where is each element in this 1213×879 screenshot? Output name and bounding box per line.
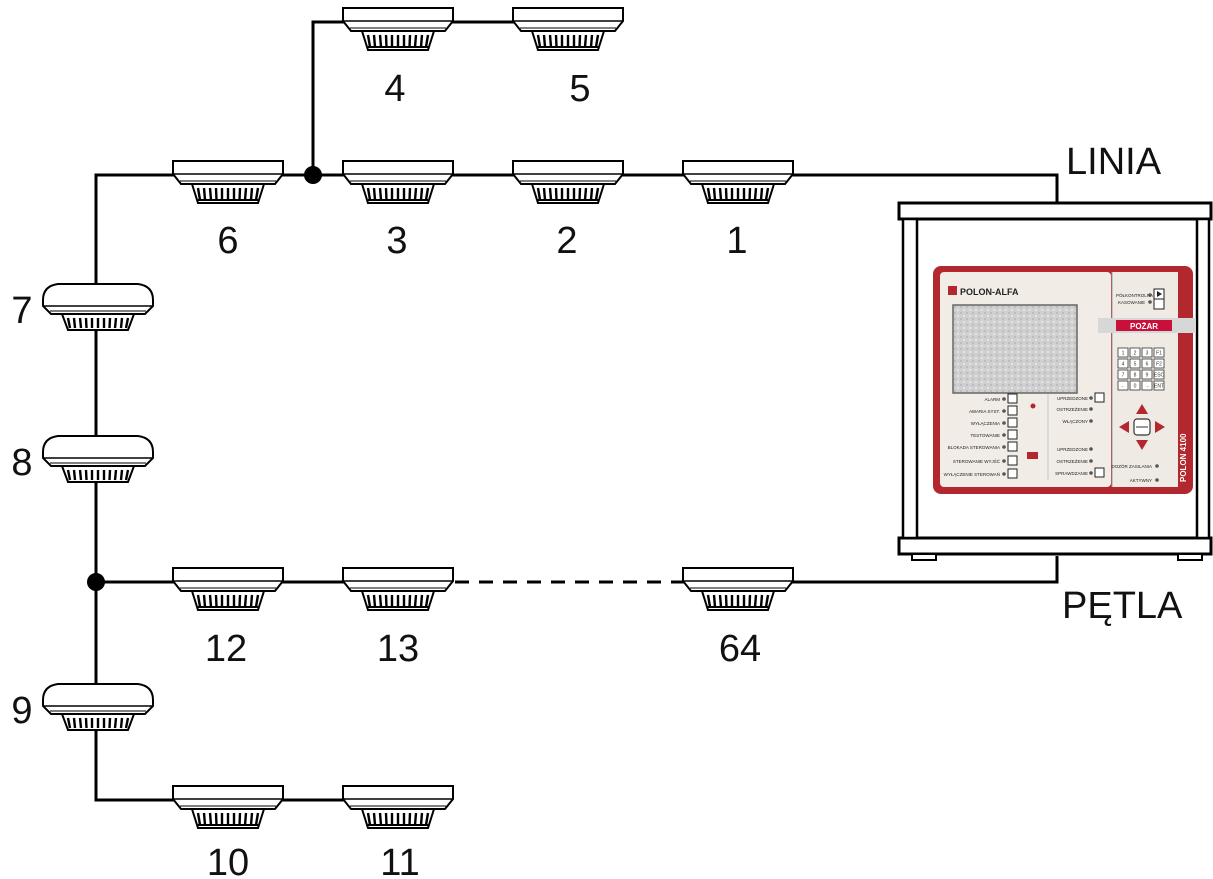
keypad-key[interactable]: ENT [1154,384,1164,390]
control-panel-cabinet: POLON-ALFA PÓŁKONTROLNA KASOWANIE POŻAR … [897,201,1213,561]
fire-indicator [1116,320,1172,331]
junction-node [304,166,322,184]
arrow-left-icon [1119,421,1129,433]
led-label: TESTOWANIE [970,433,1000,438]
led-label: ALARM [984,397,1000,402]
led-label: UPRZEDZONE [1057,447,1088,452]
led-label: DOZÓR ZASILANIA [1111,463,1152,469]
detector-3 [341,159,455,205]
brand-logo-icon [948,286,957,295]
keypad-key[interactable]: 4 [1122,362,1125,368]
keypad: 1 2 3 F1 4 5 6 F2 7 8 9 ESC ← 0 → ENT [1117,347,1165,391]
device-icon [1027,452,1038,459]
play-icon [1157,291,1162,297]
detectors [41,6,795,830]
keypad-key[interactable]: F1 [1156,351,1162,357]
led-label: WŁĄCZONY [1062,419,1088,424]
led-label: OSTRZEŻENIE [1056,458,1088,464]
detector-8 [41,434,155,484]
arrow-right-icon [1155,421,1165,433]
label-detector-1: 1 [726,220,747,262]
detector-4 [341,6,455,52]
junction-node [87,573,105,591]
keypad-key[interactable]: ← [1121,384,1126,390]
keypad-key[interactable]: 1 [1122,351,1125,357]
detector-1 [681,159,795,205]
led-label: WYŁĄCZENIA [971,421,1000,426]
label-detector-9: 9 [11,690,32,732]
detector-6 [171,159,285,205]
label-detector-11: 11 [380,842,419,879]
keypad-key[interactable]: 5 [1134,362,1137,368]
label-detector-8: 8 [11,442,32,484]
led-label: AKTYWNY [1130,478,1152,483]
detector-13 [341,566,455,612]
label-detector-5: 5 [569,68,590,110]
label-detector-10: 10 [207,842,249,879]
led-label: AWARIA SYST. [969,409,1000,414]
keypad-key[interactable]: 3 [1146,351,1149,357]
panel-lcd [952,304,1078,394]
label-detector-64: 64 [719,628,761,670]
panel-brand: POLON-ALFA [960,287,1019,297]
led-label: UPRZEDZONE [1057,396,1088,401]
label-detector-6: 6 [217,220,238,262]
navigation-pad [1119,404,1165,450]
detector-12 [171,566,285,612]
keypad-key[interactable]: 7 [1122,373,1125,379]
detector-2 [511,159,625,205]
detector-11 [341,784,455,830]
led-label: SPRAWDZANIE [1055,471,1088,476]
left-led-column: ALARM AWARIA SYST. WYŁĄCZENIA TESTOWANIE… [944,393,1018,479]
label-detector-2: 2 [556,220,577,262]
panel-label-1: PÓŁKONTROLNA [1116,292,1153,298]
detector-9 [41,682,155,732]
label-detector-3: 3 [386,220,407,262]
label-detector-13: 13 [377,628,419,670]
middle-led-column: UPRZEDZONE OSTRZEŻENIE WŁĄCZONY UPRZEDZO… [1055,392,1105,478]
led-label: BLOKADA STEROWANIA [948,445,1000,450]
led-label: WYŁĄCZENIE STEROWAŃ [944,471,1000,477]
label-linia: LINIA [1066,141,1162,183]
keypad-key[interactable]: 6 [1146,362,1149,368]
keypad-key[interactable]: 0 [1134,384,1137,390]
label-petla: PĘTLA [1062,585,1183,627]
label-detector-12: 12 [205,628,247,670]
led-label: OSTRZEŻENIE [1056,406,1088,412]
label-detector-7: 7 [11,290,32,332]
keypad-key[interactable]: 9 [1146,373,1149,379]
keypad-key[interactable]: → [1145,384,1150,390]
panel-label-2: KASOWANIE [1118,300,1145,305]
reset-button[interactable] [1153,298,1165,310]
fire-label: POŻAR [1130,322,1158,331]
label-detector-4: 4 [384,68,405,110]
detector-numbers: 4 5 6 3 2 1 7 8 12 13 64 9 10 11 [11,68,761,879]
detector-10 [171,784,285,830]
arrow-up-icon [1136,404,1148,414]
led-label: STEROWANIE WYJŚĆ [953,457,1001,464]
keypad-key[interactable]: F2 [1156,362,1162,368]
detector-5 [511,6,625,52]
alarm-icon [1030,403,1036,409]
keypad-key[interactable]: 2 [1134,351,1137,357]
panel-model: POLON 4100 [1179,433,1188,482]
detector-7 [41,282,155,332]
detector-64 [681,566,795,612]
arrow-down-icon [1136,440,1148,450]
keypad-key[interactable]: 8 [1134,373,1137,379]
keypad-key[interactable]: ESC [1154,373,1165,379]
